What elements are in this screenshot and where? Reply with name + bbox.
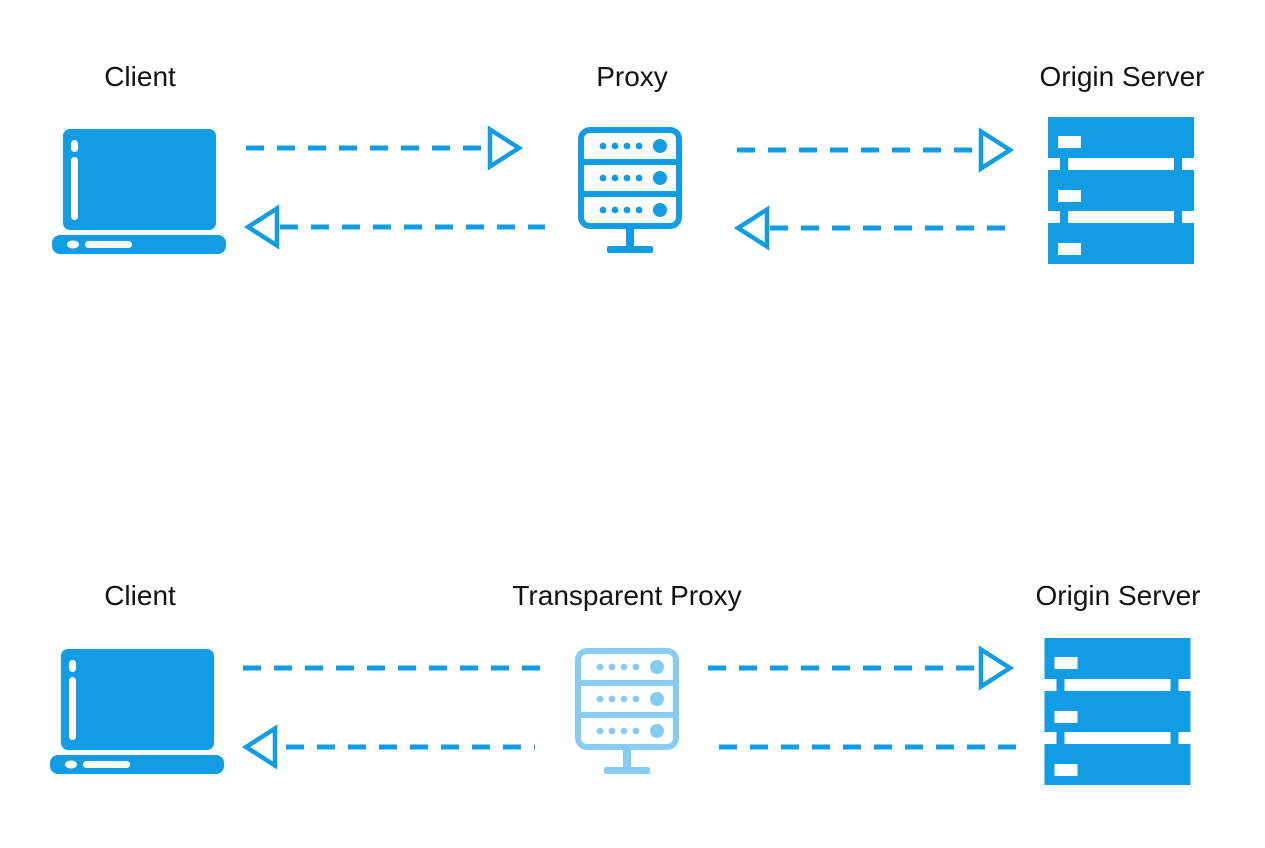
arrowhead-right-icon xyxy=(487,125,524,171)
arrowhead-right-icon xyxy=(978,645,1015,691)
arrowhead-right-icon xyxy=(978,127,1015,173)
row2-transparent-proxy-label: Transparent Proxy xyxy=(512,580,742,611)
row1-proxy-label: Proxy xyxy=(596,61,668,92)
arrowhead-left-icon xyxy=(733,205,770,251)
origin-server-icon xyxy=(1043,638,1192,785)
proxy-server-icon xyxy=(578,127,682,258)
row1-arrow-client-to-proxy xyxy=(246,125,524,171)
transparent-proxy-server-icon xyxy=(575,648,679,779)
arrowhead-left-icon xyxy=(241,724,278,770)
origin-server-icon xyxy=(1048,117,1194,264)
row1-arrow-proxy-to-origin xyxy=(737,127,1015,173)
arrowhead-left-icon xyxy=(243,204,280,250)
row1-client-label: Client xyxy=(104,61,176,92)
row2-client-label: Client xyxy=(104,580,176,611)
row2-origin-server-label: Origin Server xyxy=(1035,580,1201,611)
row1-arrow-origin-to-proxy xyxy=(733,205,1016,251)
row1-arrow-proxy-to-client xyxy=(243,204,545,250)
laptop-icon xyxy=(50,648,224,774)
row1-origin-server-label: Origin Server xyxy=(1039,61,1205,92)
laptop-icon xyxy=(52,128,226,254)
